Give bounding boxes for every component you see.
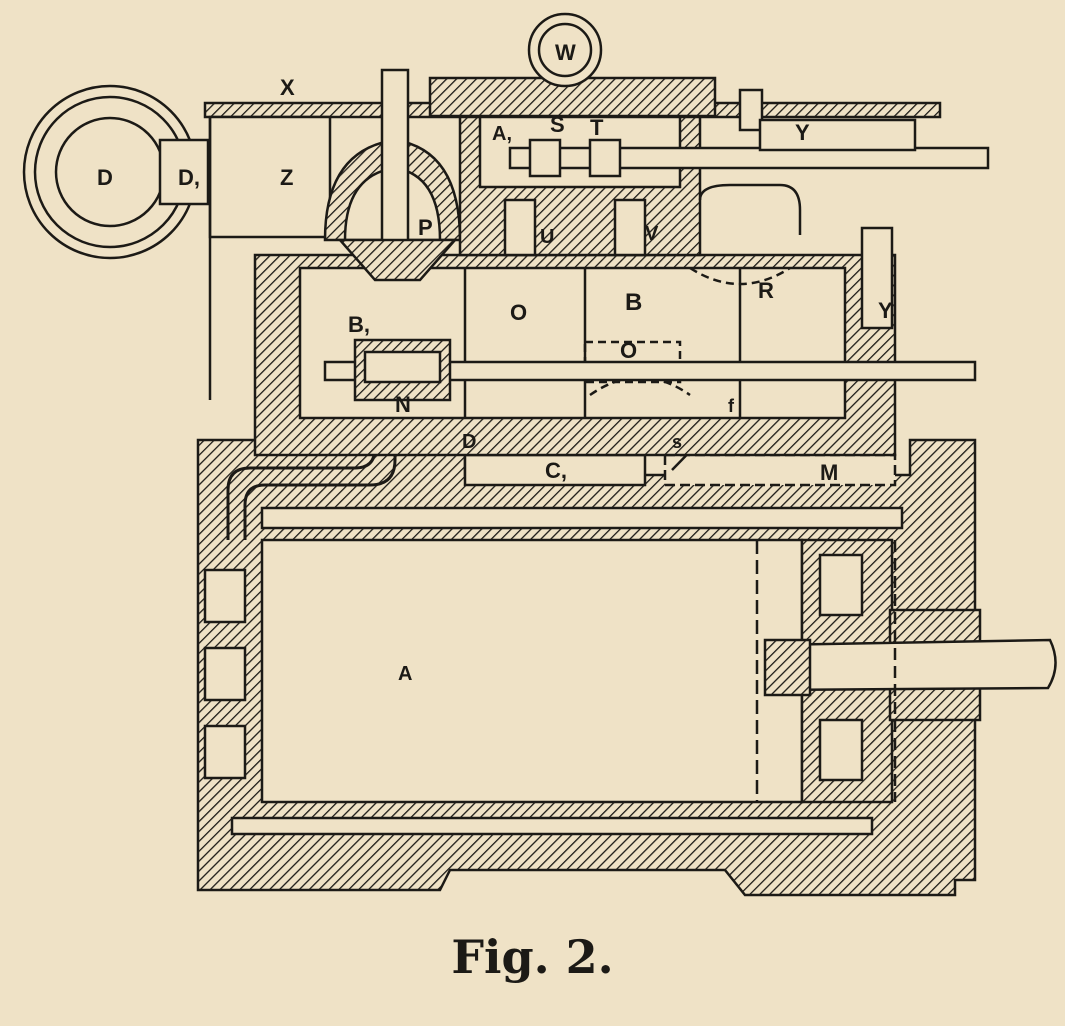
post-y bbox=[738, 88, 764, 132]
chamber-z bbox=[208, 115, 332, 239]
label-d: D bbox=[97, 165, 113, 190]
label-x: X bbox=[280, 75, 295, 100]
dashed-arc-r bbox=[689, 266, 791, 286]
knob-w-inner bbox=[537, 22, 593, 78]
label-b1: B, bbox=[348, 312, 370, 337]
upper-rod bbox=[508, 146, 990, 170]
chamber-y-right bbox=[860, 226, 894, 330]
label-c1: C, bbox=[545, 458, 567, 483]
pulley-shaft-boss bbox=[158, 138, 210, 206]
nut-right bbox=[588, 138, 622, 178]
label-b: B bbox=[625, 289, 642, 316]
label-y-top: Y bbox=[795, 120, 810, 145]
cover-w-block bbox=[428, 76, 717, 118]
label-f: f bbox=[728, 396, 735, 416]
label-w: W bbox=[555, 40, 576, 65]
label-z: Z bbox=[280, 165, 293, 190]
port-u bbox=[503, 198, 537, 257]
label-y-right: Y bbox=[878, 298, 893, 323]
link-curve bbox=[698, 183, 802, 235]
base-bar bbox=[230, 816, 874, 836]
valve-p-stem bbox=[380, 68, 410, 267]
cylinder-bore bbox=[260, 538, 804, 804]
label-u: U bbox=[540, 226, 554, 248]
label-v: V bbox=[645, 223, 659, 245]
figure-caption: Fig. 2. bbox=[451, 930, 614, 984]
label-r: R bbox=[758, 278, 774, 303]
side-window-1 bbox=[203, 568, 247, 624]
label-a1: A, bbox=[492, 123, 512, 145]
nut-left bbox=[528, 138, 562, 178]
exhaust-pipe bbox=[243, 420, 397, 540]
label-p: P bbox=[418, 215, 433, 240]
label-d1: D, bbox=[178, 165, 200, 190]
engine-cross-section-diagram: D D, Z X W S T A, Y Y P U V R B B, O O N… bbox=[22, 12, 1057, 897]
label-o-mid: O bbox=[620, 338, 637, 363]
piston-rod bbox=[323, 360, 977, 382]
valve-p-seat bbox=[337, 238, 458, 282]
chamber-y-top bbox=[758, 118, 917, 152]
label-o-left: O bbox=[510, 300, 527, 325]
side-window-3 bbox=[203, 724, 247, 780]
diagram-labels: D D, Z X W S T A, Y Y P U V R B B, O O N… bbox=[97, 40, 893, 685]
label-n: N bbox=[395, 392, 411, 417]
channel-c1 bbox=[463, 453, 647, 487]
label-s-lower: s bbox=[672, 432, 682, 452]
side-window-2 bbox=[203, 646, 247, 702]
crank-nut bbox=[763, 638, 812, 697]
port-v bbox=[613, 198, 647, 257]
crank-arm bbox=[768, 638, 1057, 692]
label-t: T bbox=[590, 115, 604, 140]
label-a: A bbox=[398, 663, 412, 685]
label-d-lower: D bbox=[462, 431, 476, 453]
channel-m bbox=[663, 453, 897, 487]
crank-window-lower bbox=[818, 718, 864, 782]
label-m: M bbox=[820, 460, 838, 485]
crank-window-upper bbox=[818, 553, 864, 617]
deck-plate bbox=[260, 506, 904, 530]
label-s: S bbox=[550, 112, 565, 137]
spring-window bbox=[363, 350, 442, 384]
